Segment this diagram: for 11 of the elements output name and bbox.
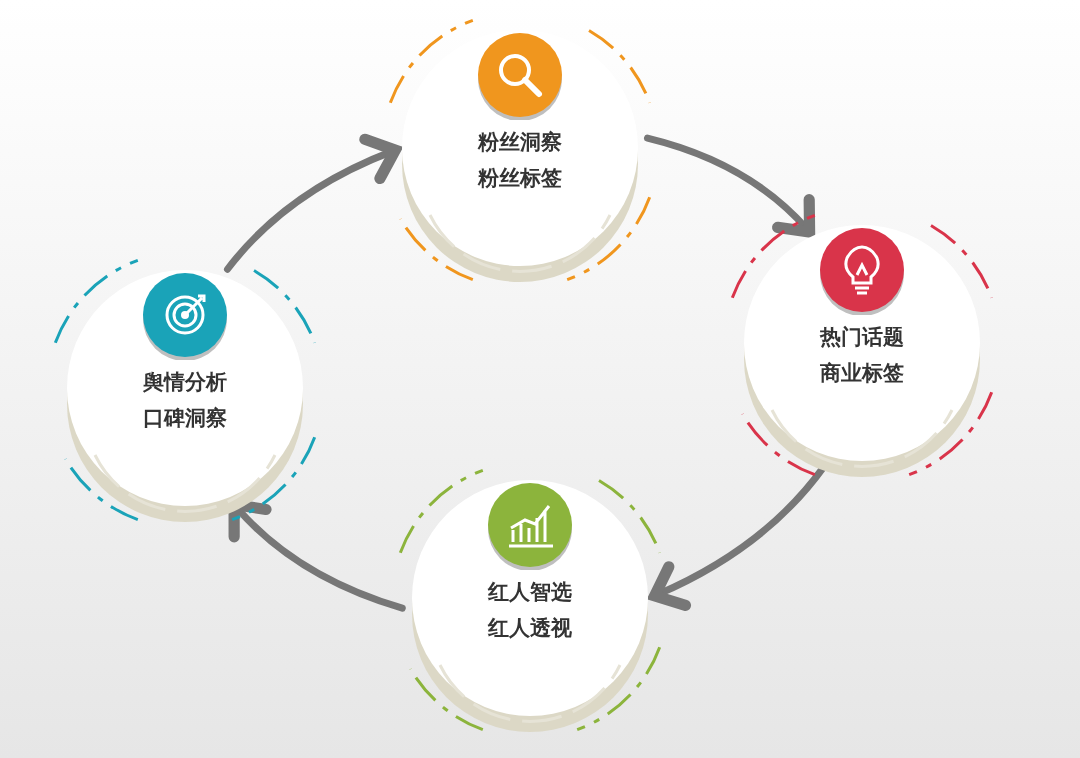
arrow [224, 134, 401, 273]
node-label: 口碑洞察 [143, 405, 227, 432]
node-label: 粉丝标签 [478, 165, 562, 192]
arrow [643, 134, 816, 238]
node-label: 粉丝洞察 [478, 129, 562, 156]
node-label: 红人智选 [488, 579, 572, 606]
node-label: 舆情分析 [143, 369, 227, 396]
node-label: 热门话题 [820, 324, 904, 351]
node-label: 红人透视 [488, 615, 572, 642]
arrow [228, 499, 406, 612]
node-label: 商业标签 [820, 360, 904, 387]
